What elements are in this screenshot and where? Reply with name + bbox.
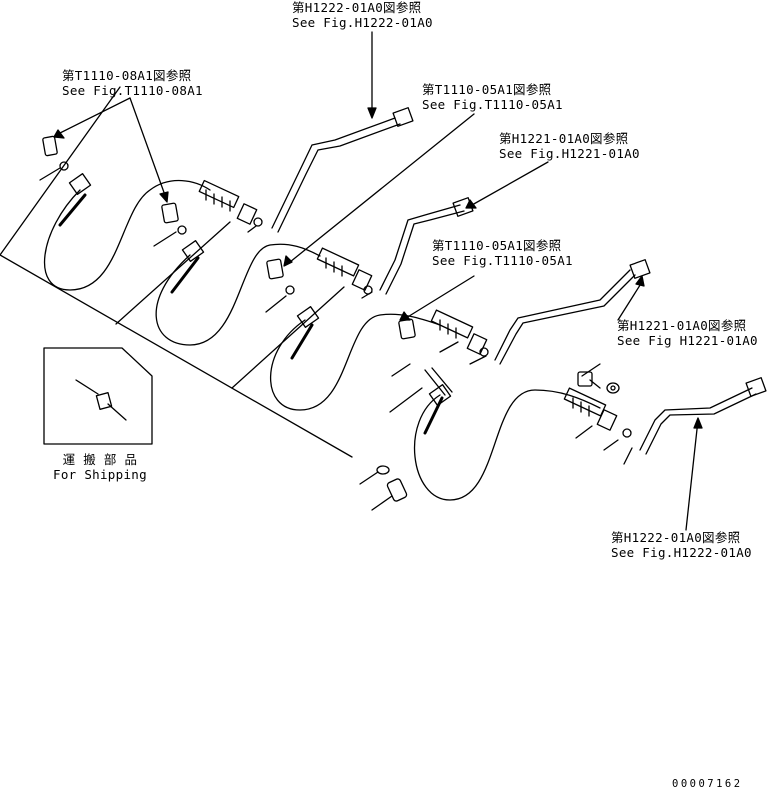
callout-t1110-08a1: 第T1110-08A1図参照 See Fig.T1110-08A1 (62, 68, 203, 98)
shipping-en: For Shipping (53, 467, 147, 482)
callout-en: See Fig H1221-01A0 (617, 333, 758, 348)
elbow-fittings (42, 135, 453, 396)
leader-lines (53, 31, 703, 531)
part-ticks (39, 167, 633, 511)
callout-en: See Fig.T1110-08A1 (62, 83, 203, 98)
callout-h1222-bottom: 第H1222-01A0図参照 See Fig.H1222-01A0 (611, 530, 752, 560)
callout-t1110-05a1-upper: 第T1110-05A1図参照 See Fig.T1110-05A1 (422, 82, 563, 112)
callout-en: See Fig.T1110-05A1 (432, 253, 573, 268)
callout-jp: 第T1110-08A1図参照 (62, 68, 192, 83)
callout-en: See Fig.H1221-01A0 (499, 146, 640, 161)
callout-jp: 第T1110-05A1図参照 (422, 82, 552, 97)
callout-t1110-05a1-lower: 第T1110-05A1図参照 See Fig.T1110-05A1 (432, 238, 573, 268)
assembly-frame (0, 86, 353, 458)
shipping-jp: 運 搬 部 品 (62, 452, 138, 467)
hose-2 (155, 240, 373, 346)
callout-h1221-upper: 第H1221-01A0図参照 See Fig.H1221-01A0 (499, 131, 640, 161)
callout-jp: 第H1222-01A0図参照 (292, 0, 422, 15)
callout-en: See Fig.H1222-01A0 (292, 15, 433, 30)
steel-tubes (271, 107, 767, 455)
callout-jp: 第H1221-01A0図参照 (617, 318, 747, 333)
drawing-number: 00007162 (672, 778, 743, 788)
hose-3 (270, 306, 488, 411)
callout-en: See Fig.H1222-01A0 (611, 545, 752, 560)
callout-en: See Fig.T1110-05A1 (422, 97, 563, 112)
callout-h1221-lower: 第H1221-01A0図参照 See Fig H1221-01A0 (617, 318, 758, 348)
callout-jp: 第H1221-01A0図参照 (499, 131, 629, 146)
shipping-inset (43, 347, 153, 445)
bolts (386, 371, 601, 502)
shipping-caption: 運 搬 部 品 For Shipping (50, 452, 150, 482)
o-rings (59, 161, 632, 475)
callout-jp: 第H1222-01A0図参照 (611, 530, 741, 545)
callout-jp: 第T1110-05A1図参照 (432, 238, 562, 253)
callout-h1222-top: 第H1222-01A0図参照 See Fig.H1222-01A0 (292, 0, 433, 30)
hose-1 (43, 173, 258, 291)
hose-4 (413, 384, 618, 501)
